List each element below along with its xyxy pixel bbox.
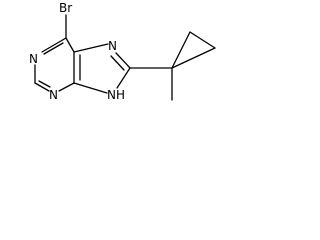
atom-n9: N <box>107 88 116 102</box>
atom-br: Br <box>59 1 72 15</box>
bond-c2-n3-inner <box>38 80 51 88</box>
molecule-structure: Br N N N N H <box>29 1 216 102</box>
atom-n9-hydrogen: H <box>116 88 125 102</box>
bond-c2-n3 <box>34 82 50 92</box>
bond-cq-cb <box>171 47 216 69</box>
bond-n3-c4 <box>58 82 75 92</box>
bond-c8-n9 <box>116 67 131 89</box>
structure-canvas: Br N N N N H <box>0 0 224 140</box>
bond-c6-n1-inner <box>43 42 64 55</box>
bond-ca-cb <box>189 31 216 49</box>
bond-c6-n1 <box>41 37 67 53</box>
bond-n7-c8 <box>115 52 131 69</box>
bonds <box>34 14 216 101</box>
atom-labels: Br N N N N H <box>29 1 125 102</box>
atom-n1: N <box>29 52 38 66</box>
bond-cq-ca <box>171 31 191 69</box>
bond-c5-c6 <box>65 37 75 53</box>
bond-n9-c4 <box>73 82 108 94</box>
atom-n3: N <box>49 88 58 102</box>
bond-n7-c8-inner <box>110 55 125 71</box>
atom-n7: N <box>108 39 117 53</box>
bond-c5-n7 <box>73 43 109 53</box>
